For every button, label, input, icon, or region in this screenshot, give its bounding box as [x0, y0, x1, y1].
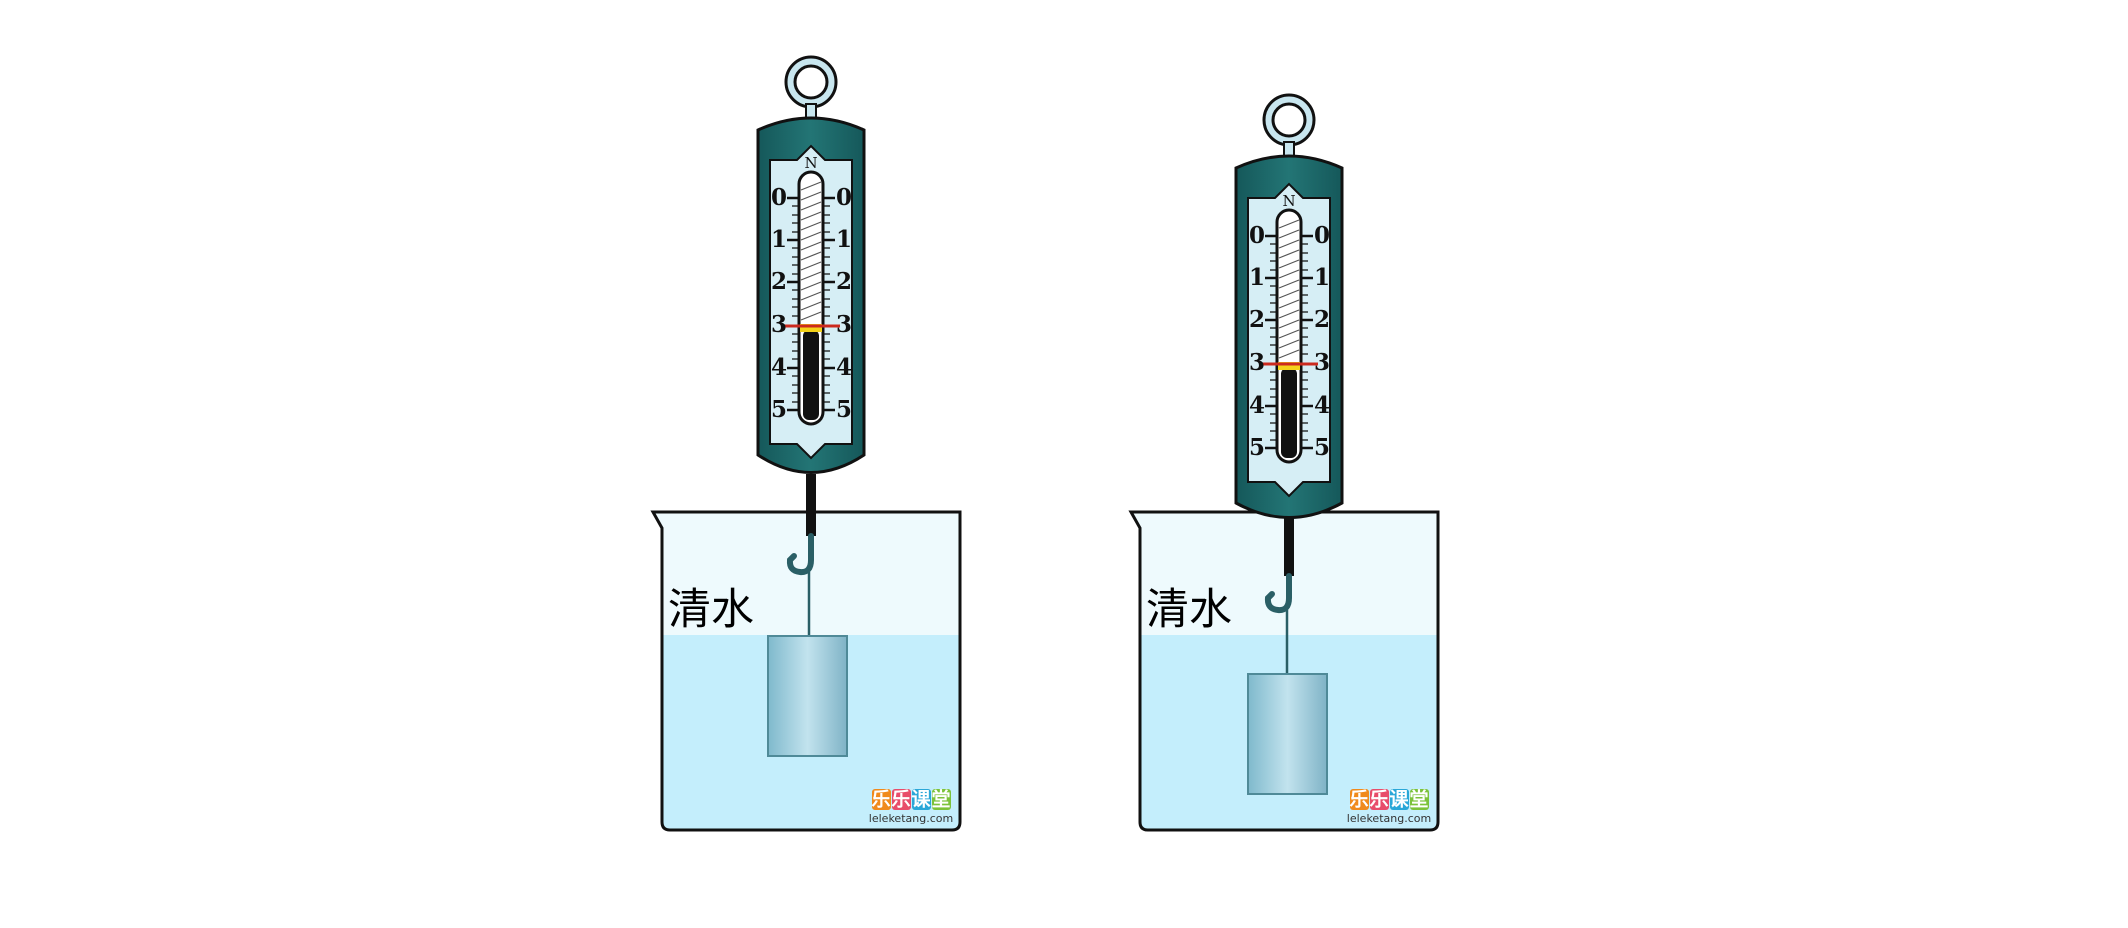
scale-number-4: 4: [1249, 392, 1265, 419]
logo-1: 乐 乐 课 堂 leleketang.com: [869, 789, 953, 826]
scale-number-4: 4: [836, 354, 852, 381]
experiment-2: 清水 N 0 1 2 3 4 5: [1128, 93, 1440, 832]
scale-number-0: 0: [771, 184, 787, 211]
liquid-label-1: 清水: [668, 585, 754, 635]
logo-char: 乐: [871, 789, 890, 811]
scale-number-5: 5: [771, 396, 787, 423]
spring-scale-1: N 0 1 2 3 4 5 0 1 2 3: [756, 55, 866, 636]
logo-url: leleketang.com: [1347, 812, 1431, 825]
indicator-marker-2: [1278, 362, 1300, 370]
logo-char: 课: [911, 789, 931, 811]
scale-rod-1: [806, 474, 816, 536]
scale-number-2: 2: [771, 268, 787, 295]
scale-number-4: 4: [1314, 392, 1330, 419]
scale-number-1: 1: [1249, 264, 1265, 291]
metal-block-1: [767, 635, 848, 757]
logo-url: leleketang.com: [869, 812, 953, 825]
spring-scale-2: N 0 1 2 3 4 5 0 1 2 3: [1234, 93, 1344, 674]
scale-number-3: 3: [836, 311, 852, 338]
experiment-1: 清水 N 0 1 2 3 4 5: [650, 55, 962, 832]
logo-char: 课: [1389, 789, 1409, 811]
logo-2: 乐 乐 课 堂 leleketang.com: [1347, 789, 1431, 826]
scale-number-5: 5: [1314, 434, 1330, 461]
logo-char: 乐: [1369, 789, 1388, 811]
scale-number-0: 0: [836, 184, 852, 211]
scale-number-3: 3: [1314, 349, 1330, 376]
scale-number-5: 5: [836, 396, 852, 423]
scale-number-1: 1: [771, 226, 787, 253]
scale-number-2: 2: [1314, 306, 1330, 333]
logo-char: 乐: [1349, 789, 1368, 811]
hook-icon-2: [1264, 573, 1292, 614]
metal-block-2: [1247, 673, 1328, 795]
scale-number-2: 2: [836, 268, 852, 295]
indicator-marker-1: [800, 324, 822, 332]
scale-number-0: 0: [1314, 222, 1330, 249]
liquid-label-2: 清水: [1146, 585, 1232, 635]
hook-icon-1: [786, 533, 814, 576]
scale-numbers-left-2: 0 1 2 3 4 5: [1249, 222, 1265, 461]
scale-rod-2: [1284, 518, 1294, 576]
scale-number-2: 2: [1249, 306, 1265, 333]
unit-label-1: N: [804, 154, 817, 172]
scale-number-1: 1: [1314, 264, 1330, 291]
beaker-2: 清水: [1128, 510, 1440, 832]
scale-number-4: 4: [771, 354, 787, 381]
logo-char: 堂: [931, 789, 950, 811]
unit-label-2: N: [1282, 192, 1295, 210]
logo-char: 乐: [891, 789, 910, 811]
ticks-2: [1265, 234, 1313, 450]
scale-numbers-right-2: 0 1 2 3 4 5: [1314, 222, 1330, 461]
scale-number-3: 3: [771, 311, 787, 338]
scale-numbers-right-1: 0 1 2 3 4 5: [836, 184, 852, 423]
indicator-rod-2: [1281, 368, 1297, 458]
scale-number-5: 5: [1249, 434, 1265, 461]
scale-number-1: 1: [836, 226, 852, 253]
logo-char: 堂: [1409, 789, 1428, 811]
indicator-rod-1: [803, 330, 819, 420]
scale-number-0: 0: [1249, 222, 1265, 249]
scale-numbers-left-1: 0 1 2 3 4 5: [771, 184, 787, 423]
ticks-1: [787, 196, 835, 412]
scale-number-3: 3: [1249, 349, 1265, 376]
